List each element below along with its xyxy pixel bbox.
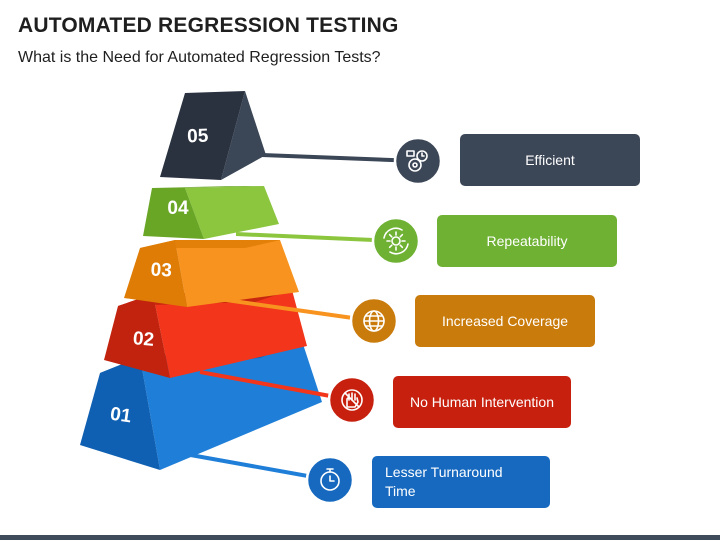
icon-badge-05 xyxy=(393,136,443,186)
pyramid-level-04: 04 xyxy=(143,186,279,239)
pyramid-face-right-02 xyxy=(153,290,307,378)
level-number-02: 02 xyxy=(132,328,155,351)
pyramid-face-front-04 xyxy=(143,188,204,239)
pyramid-face-front-03 xyxy=(124,240,187,307)
icon-badge-04 xyxy=(371,216,421,266)
label-text-03-line-1: Increased Coverage xyxy=(442,313,568,329)
pyramid-level-05: 05 xyxy=(160,91,266,180)
efficiency-icon xyxy=(406,150,428,172)
footer-bar xyxy=(0,535,720,540)
pyramid-face-right-04 xyxy=(185,186,279,239)
pyramid-level-03: 03 xyxy=(124,240,299,307)
connector-line-02 xyxy=(199,370,353,402)
level-number-03: 03 xyxy=(150,259,172,281)
level-number-04: 04 xyxy=(167,198,189,219)
label-text-02-line-1: No Human Intervention xyxy=(410,394,554,410)
icon-badge-01 xyxy=(305,455,355,505)
label-text-04-line-1: Repeatability xyxy=(487,233,568,249)
label-text-01-line-1: Lesser Turnaround xyxy=(385,464,503,480)
icon-badge-02 xyxy=(327,375,377,425)
pyramid-face-front-02 xyxy=(104,294,170,378)
connector-line-03 xyxy=(211,296,375,323)
slide-title: AUTOMATED REGRESSION TESTING xyxy=(18,14,399,37)
pyramid-face-front-05 xyxy=(160,91,245,180)
level-number-01: 01 xyxy=(109,404,133,428)
gear-cycle-icon xyxy=(383,227,409,255)
pyramid-face-front-01 xyxy=(80,357,160,470)
label-box-04: Repeatability xyxy=(437,215,617,267)
icon-badge-03 xyxy=(349,296,399,346)
label-box-03: Increased Coverage xyxy=(415,295,595,347)
pyramid-face-right-03 xyxy=(175,240,299,307)
slide-subtitle: What is the Need for Automated Regressio… xyxy=(18,49,381,66)
pyramid-face-right-05 xyxy=(221,91,266,180)
connector-line-04 xyxy=(235,232,397,243)
globe-icon xyxy=(363,310,385,332)
pyramid-face-top-04 xyxy=(152,186,264,188)
level-number-05: 05 xyxy=(187,126,209,148)
label-text-01-line-2: Time xyxy=(385,483,416,499)
connector-line-01 xyxy=(184,452,331,482)
label-box-05: Efficient xyxy=(460,134,640,186)
label-box-02: No Human Intervention xyxy=(393,376,571,428)
label-text-05-line-1: Efficient xyxy=(525,152,575,168)
stopwatch-icon xyxy=(320,468,340,491)
connector-line-05 xyxy=(261,153,419,163)
no-hand-icon xyxy=(341,389,363,411)
